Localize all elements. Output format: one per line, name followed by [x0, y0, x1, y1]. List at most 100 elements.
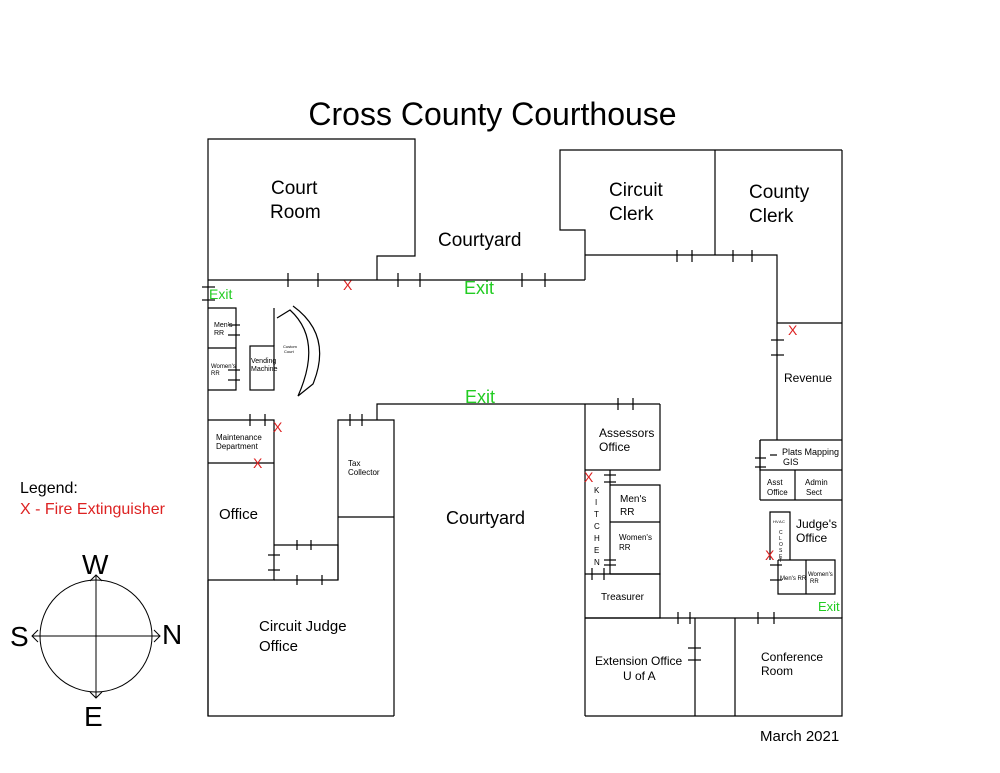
room-labels: Court Room Courtyard Circuit Clerk Count…: [211, 178, 839, 683]
extinguisher-6: X: [765, 547, 775, 563]
tax-collector-label-1: Tax: [348, 459, 360, 468]
closet-o: O: [779, 542, 783, 548]
exit-courtyard-main: Exit: [465, 387, 495, 407]
closet-t: T: [779, 558, 782, 564]
extinguisher-1: X: [343, 277, 353, 293]
kitchen-t: T: [594, 510, 599, 519]
mens-rr-right-label: Men's RR: [780, 576, 807, 582]
closet-l: L: [779, 536, 782, 542]
exit-courtyard-top: Exit: [464, 278, 494, 298]
closet-box: [769, 511, 791, 560]
extinguisher-3: X: [273, 419, 283, 435]
left-rr-box: [208, 307, 237, 391]
extinguisher-5: X: [584, 469, 594, 485]
walls: [202, 138, 843, 717]
kitchen-c: C: [594, 522, 600, 531]
curved-label-1: Custom: [283, 344, 297, 349]
mens-rr-mid-2: RR: [620, 507, 634, 518]
hall-box: [274, 544, 339, 581]
closet-e: E: [779, 554, 783, 560]
admin-sect-label-1: Admin: [805, 478, 828, 487]
date-label: March 2021: [760, 728, 840, 745]
vending-box: [249, 345, 275, 391]
circuit-clerk-label-1: Circuit: [609, 180, 664, 201]
conference-label-1: Conference: [761, 650, 823, 664]
legend-title: Legend:: [20, 480, 78, 497]
plats-label-2: GIS: [783, 457, 799, 467]
mens-rr-mid-1: Men's: [620, 494, 646, 505]
exit-east: Exit: [818, 599, 840, 614]
kitchen-i: I: [595, 498, 597, 507]
vending-label-1: Vending: [251, 358, 276, 365]
extinguisher-4: X: [253, 455, 263, 471]
door-ticks: [202, 250, 784, 661]
hvac-c: C: [782, 519, 785, 524]
womens-rr-mid-2: RR: [619, 543, 631, 552]
legend-fire-extinguisher: X - Fire Extinguisher: [20, 501, 165, 518]
kitchen-k: K: [594, 486, 600, 495]
compass-n: N: [162, 619, 182, 650]
clerk-bottom-wall: [585, 254, 778, 323]
circuit-judge-label-1: Circuit Judge: [259, 618, 347, 635]
extinguisher-2: X: [788, 322, 798, 338]
judges-office-label-1: Judge's: [796, 517, 837, 531]
compass-w: W: [82, 549, 109, 580]
womens-rr-left-2: RR: [211, 371, 220, 377]
treasurer-label: Treasurer: [601, 592, 645, 603]
mens-rr-left-1: Men's: [214, 322, 233, 329]
courtyard-top: [376, 403, 660, 420]
circuit-judge-wall: [207, 580, 394, 717]
judges-office-label-2: Office: [796, 531, 827, 545]
hvac-h: H: [773, 519, 776, 524]
kitchen-n: N: [594, 558, 600, 567]
page-title: Cross County Courthouse: [308, 96, 677, 132]
maintenance-wall: [208, 419, 275, 581]
fire-extinguishers: X X X X X X: [253, 277, 798, 563]
tax-collector-wall: [337, 419, 395, 716]
plats-label-1: Plats Mapping: [782, 447, 839, 457]
asst-office-label-1: Asst: [767, 478, 783, 487]
womens-rr-mid-1: Women's: [619, 533, 652, 542]
county-clerk-label-1: County: [749, 182, 810, 203]
circuit-clerk-wall: [559, 149, 842, 280]
womens-rr-right-2: RR: [810, 579, 819, 585]
bottom-block: [585, 617, 843, 717]
maintenance-label-2: Department: [216, 442, 259, 451]
exit-west: Exit: [209, 286, 232, 302]
asst-office-label-2: Office: [767, 488, 788, 497]
tax-collector-label-2: Collector: [348, 468, 380, 477]
office-label: Office: [219, 506, 258, 523]
curved-feature: [276, 305, 321, 397]
kitchen-e: E: [594, 546, 599, 555]
hvac-v: V: [776, 519, 779, 524]
womens-rr-left-1: Women's: [211, 364, 236, 370]
assessors-label-1: Assessors: [599, 426, 654, 440]
extension-label-2: U of A: [623, 669, 656, 683]
compass-s: S: [10, 621, 29, 652]
vending-label-2: Machine: [251, 366, 278, 373]
kitchen-h: H: [594, 534, 600, 543]
courtyard-main-label: Courtyard: [446, 508, 525, 528]
admin-sect-label-2: Sect: [806, 488, 823, 497]
exit-labels: Exit Exit Exit Exit: [209, 278, 840, 614]
compass: [31, 574, 161, 699]
right-rr-box: [777, 559, 836, 595]
court-room-wall: [207, 138, 416, 280]
hvac-a: A: [779, 519, 782, 524]
court-room-label-2: Room: [270, 202, 321, 223]
assessors-label-2: Office: [599, 440, 630, 454]
closet-s: S: [779, 548, 783, 554]
conference-label-2: Room: [761, 664, 793, 678]
court-room-label-1: Court: [271, 178, 318, 199]
extension-label-1: Extension Office: [595, 654, 682, 668]
maintenance-label-1: Maintenance: [216, 433, 262, 442]
county-clerk-label-2: Clerk: [749, 206, 794, 227]
closet-c: C: [779, 530, 783, 536]
courtyard-top-label: Courtyard: [438, 230, 521, 251]
compass-e: E: [84, 701, 103, 732]
curved-label-2: Court: [284, 349, 295, 354]
mens-rr-left-2: RR: [214, 330, 224, 337]
circuit-judge-label-2: Office: [259, 638, 298, 655]
circuit-clerk-label-2: Clerk: [609, 204, 654, 225]
